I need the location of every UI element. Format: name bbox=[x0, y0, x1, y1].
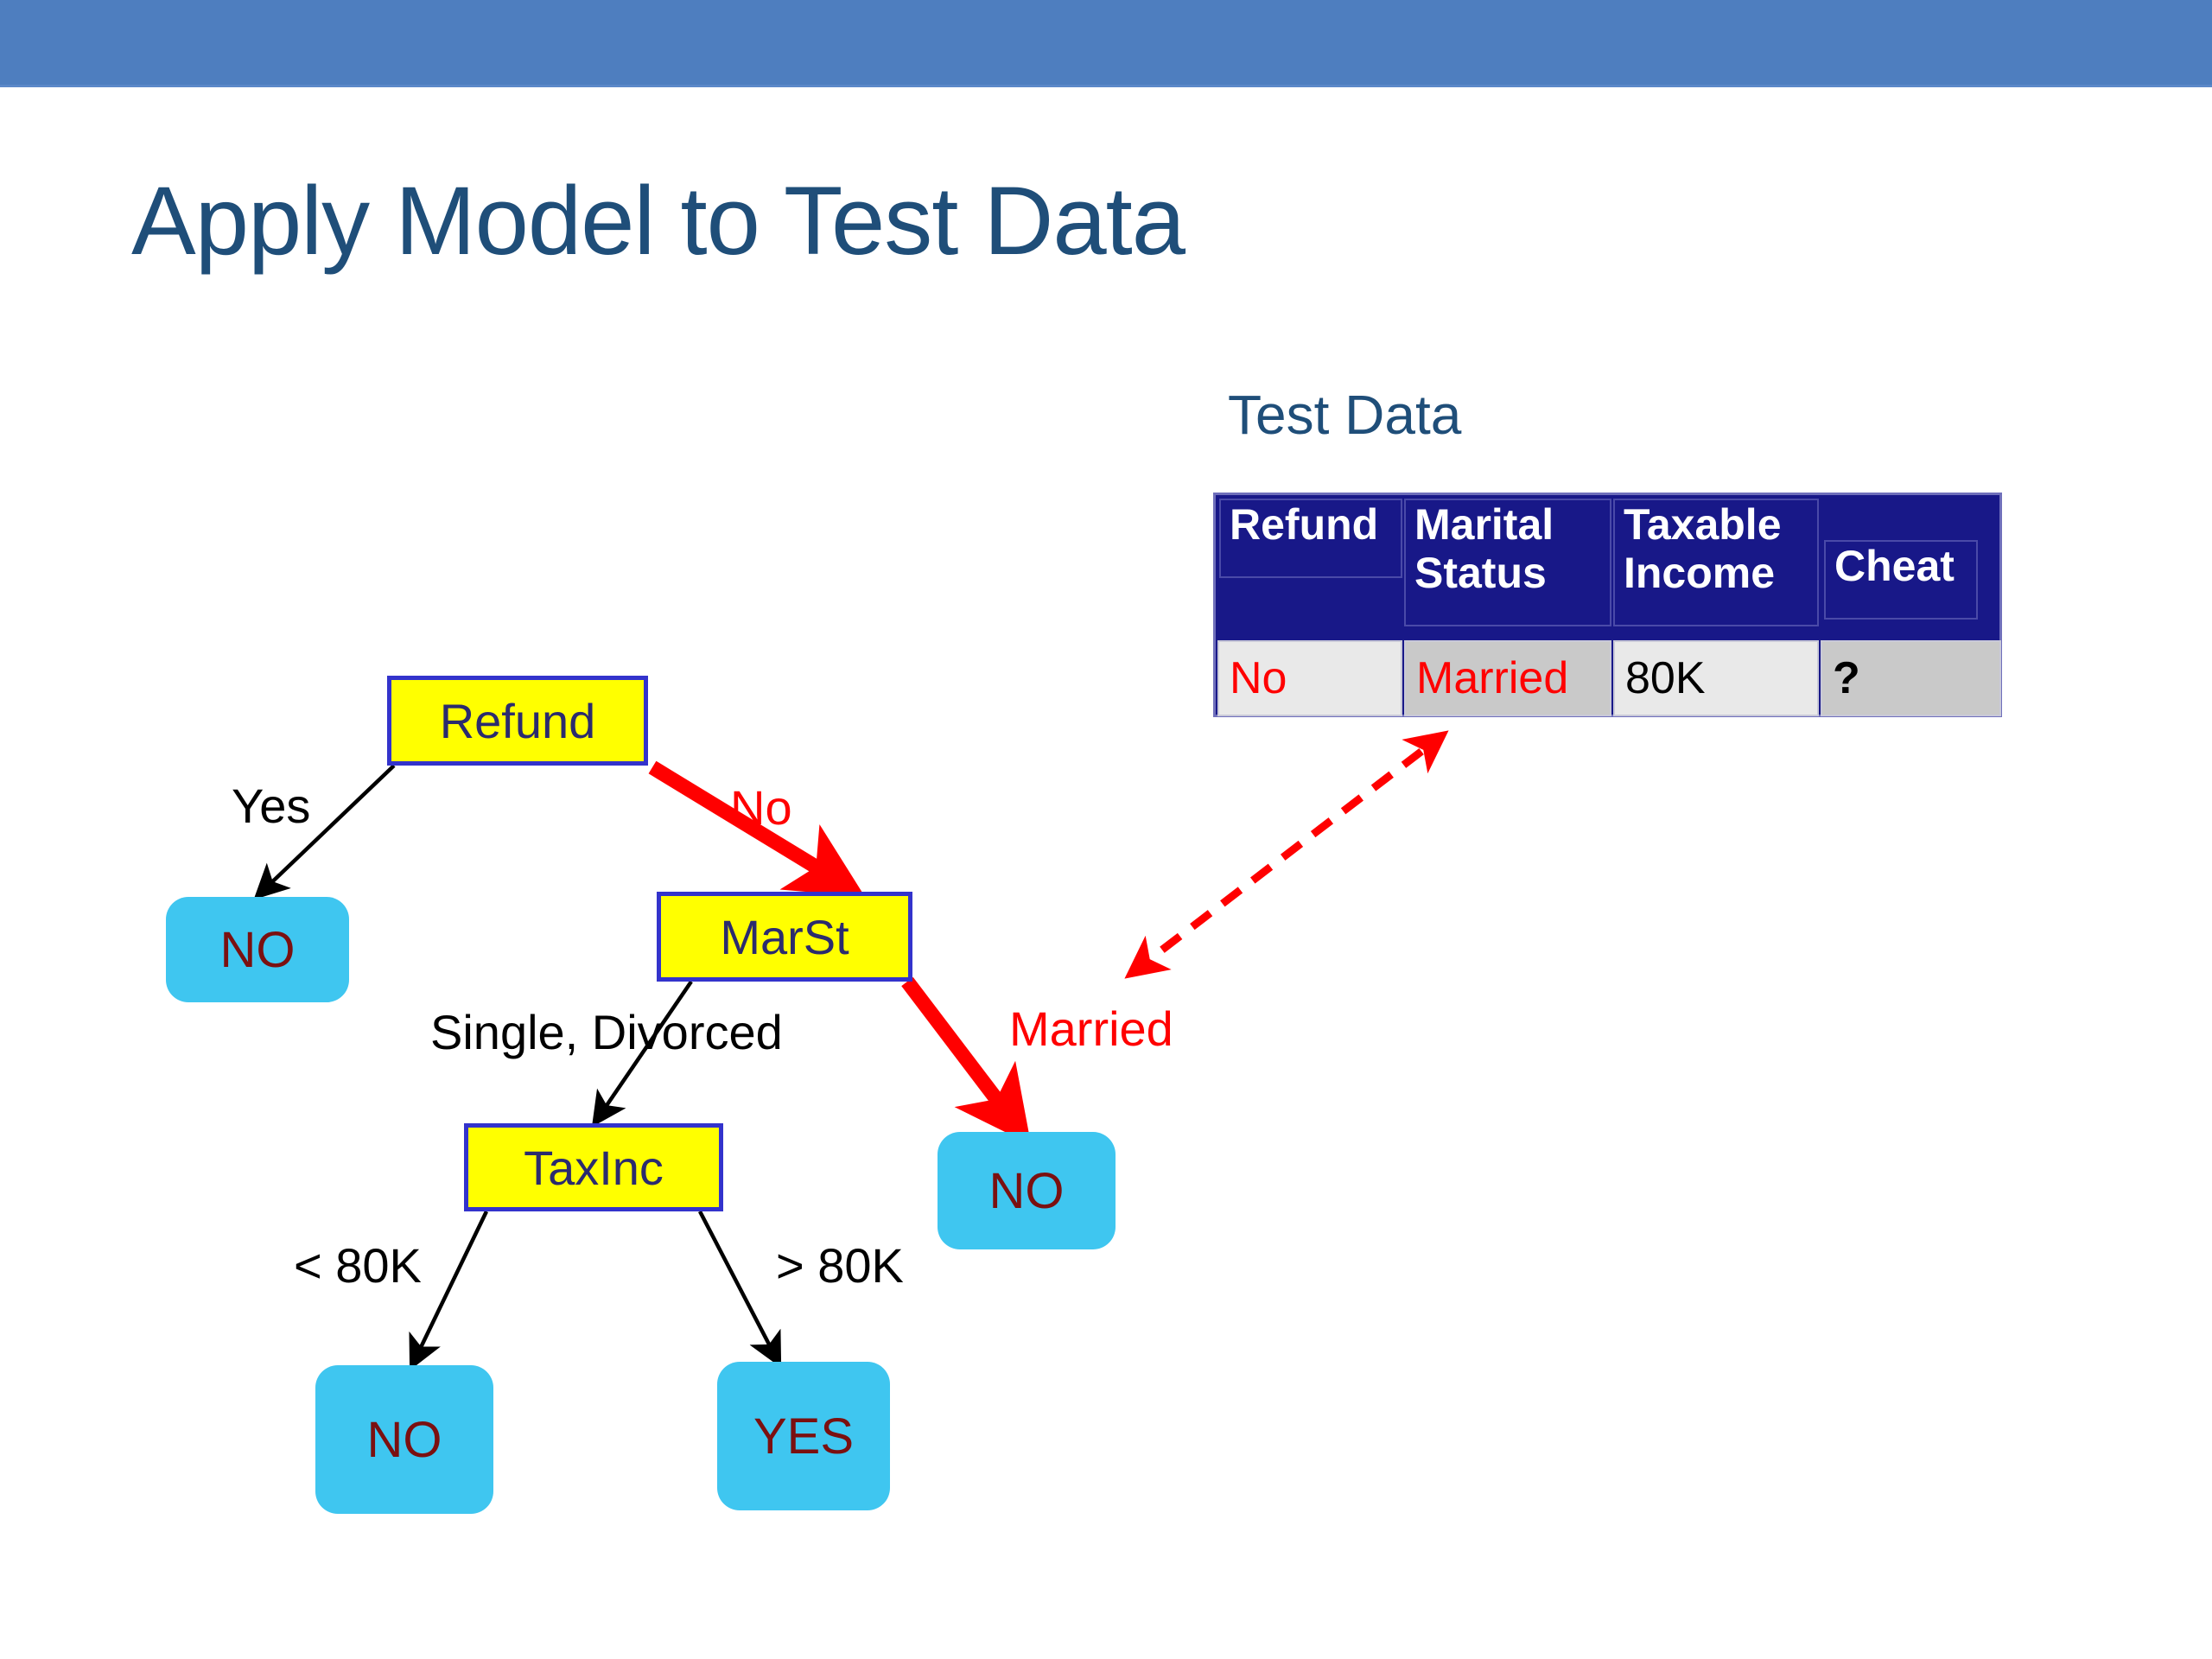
tree-node-taxinc[interactable]: TaxInc bbox=[464, 1123, 723, 1211]
edge-label-single-divorced: Single, Divorced bbox=[430, 1005, 783, 1059]
tree-node-refund[interactable]: Refund bbox=[387, 676, 648, 766]
table-header-marital-status: Marital Status bbox=[1404, 499, 1611, 626]
tree-leaf-lt80k[interactable]: NO bbox=[315, 1365, 493, 1514]
edge-label-no: No bbox=[730, 780, 792, 835]
tree-leaf-gt80k[interactable]: YES bbox=[717, 1362, 890, 1510]
page-title: Apply Model to Test Data bbox=[131, 167, 1185, 275]
tree-leaf-lt80k-label: NO bbox=[366, 1411, 442, 1468]
edge-marst-married bbox=[901, 976, 1032, 1145]
tree-node-marst-label: MarSt bbox=[720, 909, 849, 964]
table-header-taxable-income: Taxable Income bbox=[1613, 499, 1819, 626]
edge-label-yes: Yes bbox=[232, 779, 311, 833]
tree-leaf-gt80k-label: YES bbox=[753, 1408, 855, 1465]
table-cell-refund: No bbox=[1217, 640, 1402, 716]
tree-leaf-refund-yes-label: NO bbox=[219, 921, 296, 978]
edge-label-married: Married bbox=[1009, 1001, 1173, 1056]
tree-node-marst[interactable]: MarSt bbox=[657, 892, 912, 982]
edge-label-gt80k: > 80K bbox=[776, 1238, 904, 1293]
test-data-connector-arrow bbox=[1124, 730, 1449, 979]
table-header-cheat: Cheat bbox=[1824, 540, 1978, 620]
edge-label-lt80k: < 80K bbox=[294, 1238, 422, 1293]
tree-node-taxinc-label: TaxInc bbox=[524, 1140, 664, 1195]
table-cell-marital-status: Married bbox=[1404, 640, 1611, 716]
slide-top-banner bbox=[0, 0, 2212, 87]
test-data-table: Refund Marital Status Taxable Income Che… bbox=[1213, 493, 2002, 717]
table-cell-taxable-income: 80K bbox=[1613, 640, 1819, 716]
tree-leaf-refund-yes[interactable]: NO bbox=[166, 897, 349, 1002]
table-cell-cheat: ? bbox=[1821, 640, 2001, 716]
edge-taxinc-lt80k bbox=[409, 1211, 489, 1371]
tree-leaf-married[interactable]: NO bbox=[938, 1132, 1116, 1249]
test-data-caption: Test Data bbox=[1228, 384, 1462, 446]
table-header-refund: Refund bbox=[1219, 499, 1402, 578]
tree-node-refund-label: Refund bbox=[439, 693, 596, 748]
edge-taxinc-gt80k bbox=[698, 1210, 782, 1368]
tree-leaf-married-label: NO bbox=[988, 1162, 1065, 1219]
